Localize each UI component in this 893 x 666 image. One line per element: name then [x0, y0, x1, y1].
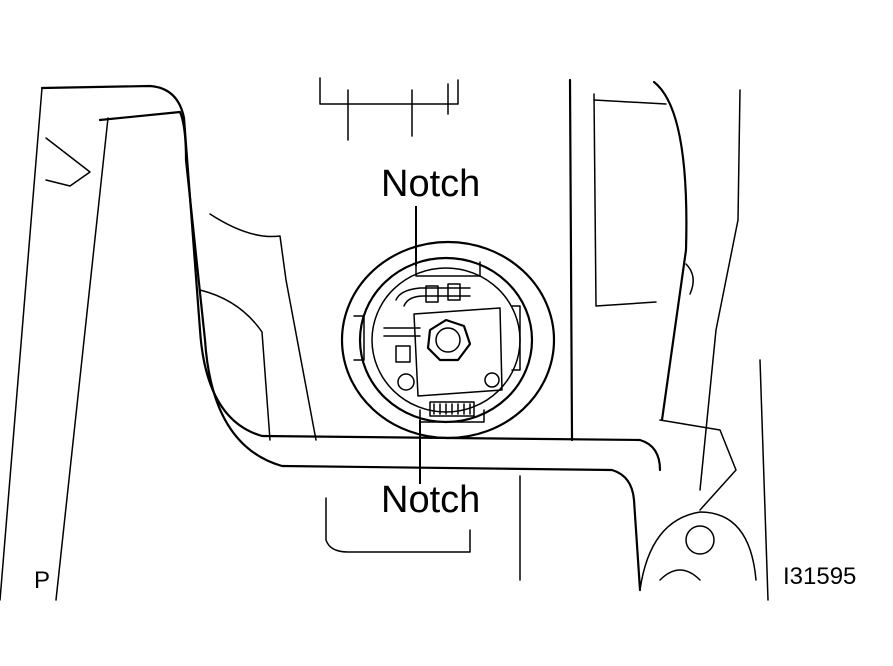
view-letter-label: P: [34, 567, 50, 594]
bottom-notch-label: Notch: [381, 479, 480, 521]
bulb-socket: [340, 240, 556, 440]
top-bracket: [319, 77, 459, 141]
bottom-bracket: [325, 475, 521, 581]
housing-frame-left: [0, 84, 662, 601]
bottom-right-boss: [639, 511, 757, 591]
figure-id-label: I31595: [783, 563, 856, 590]
housing-frame-right: [568, 78, 769, 601]
top-notch-label: Notch: [381, 163, 480, 205]
